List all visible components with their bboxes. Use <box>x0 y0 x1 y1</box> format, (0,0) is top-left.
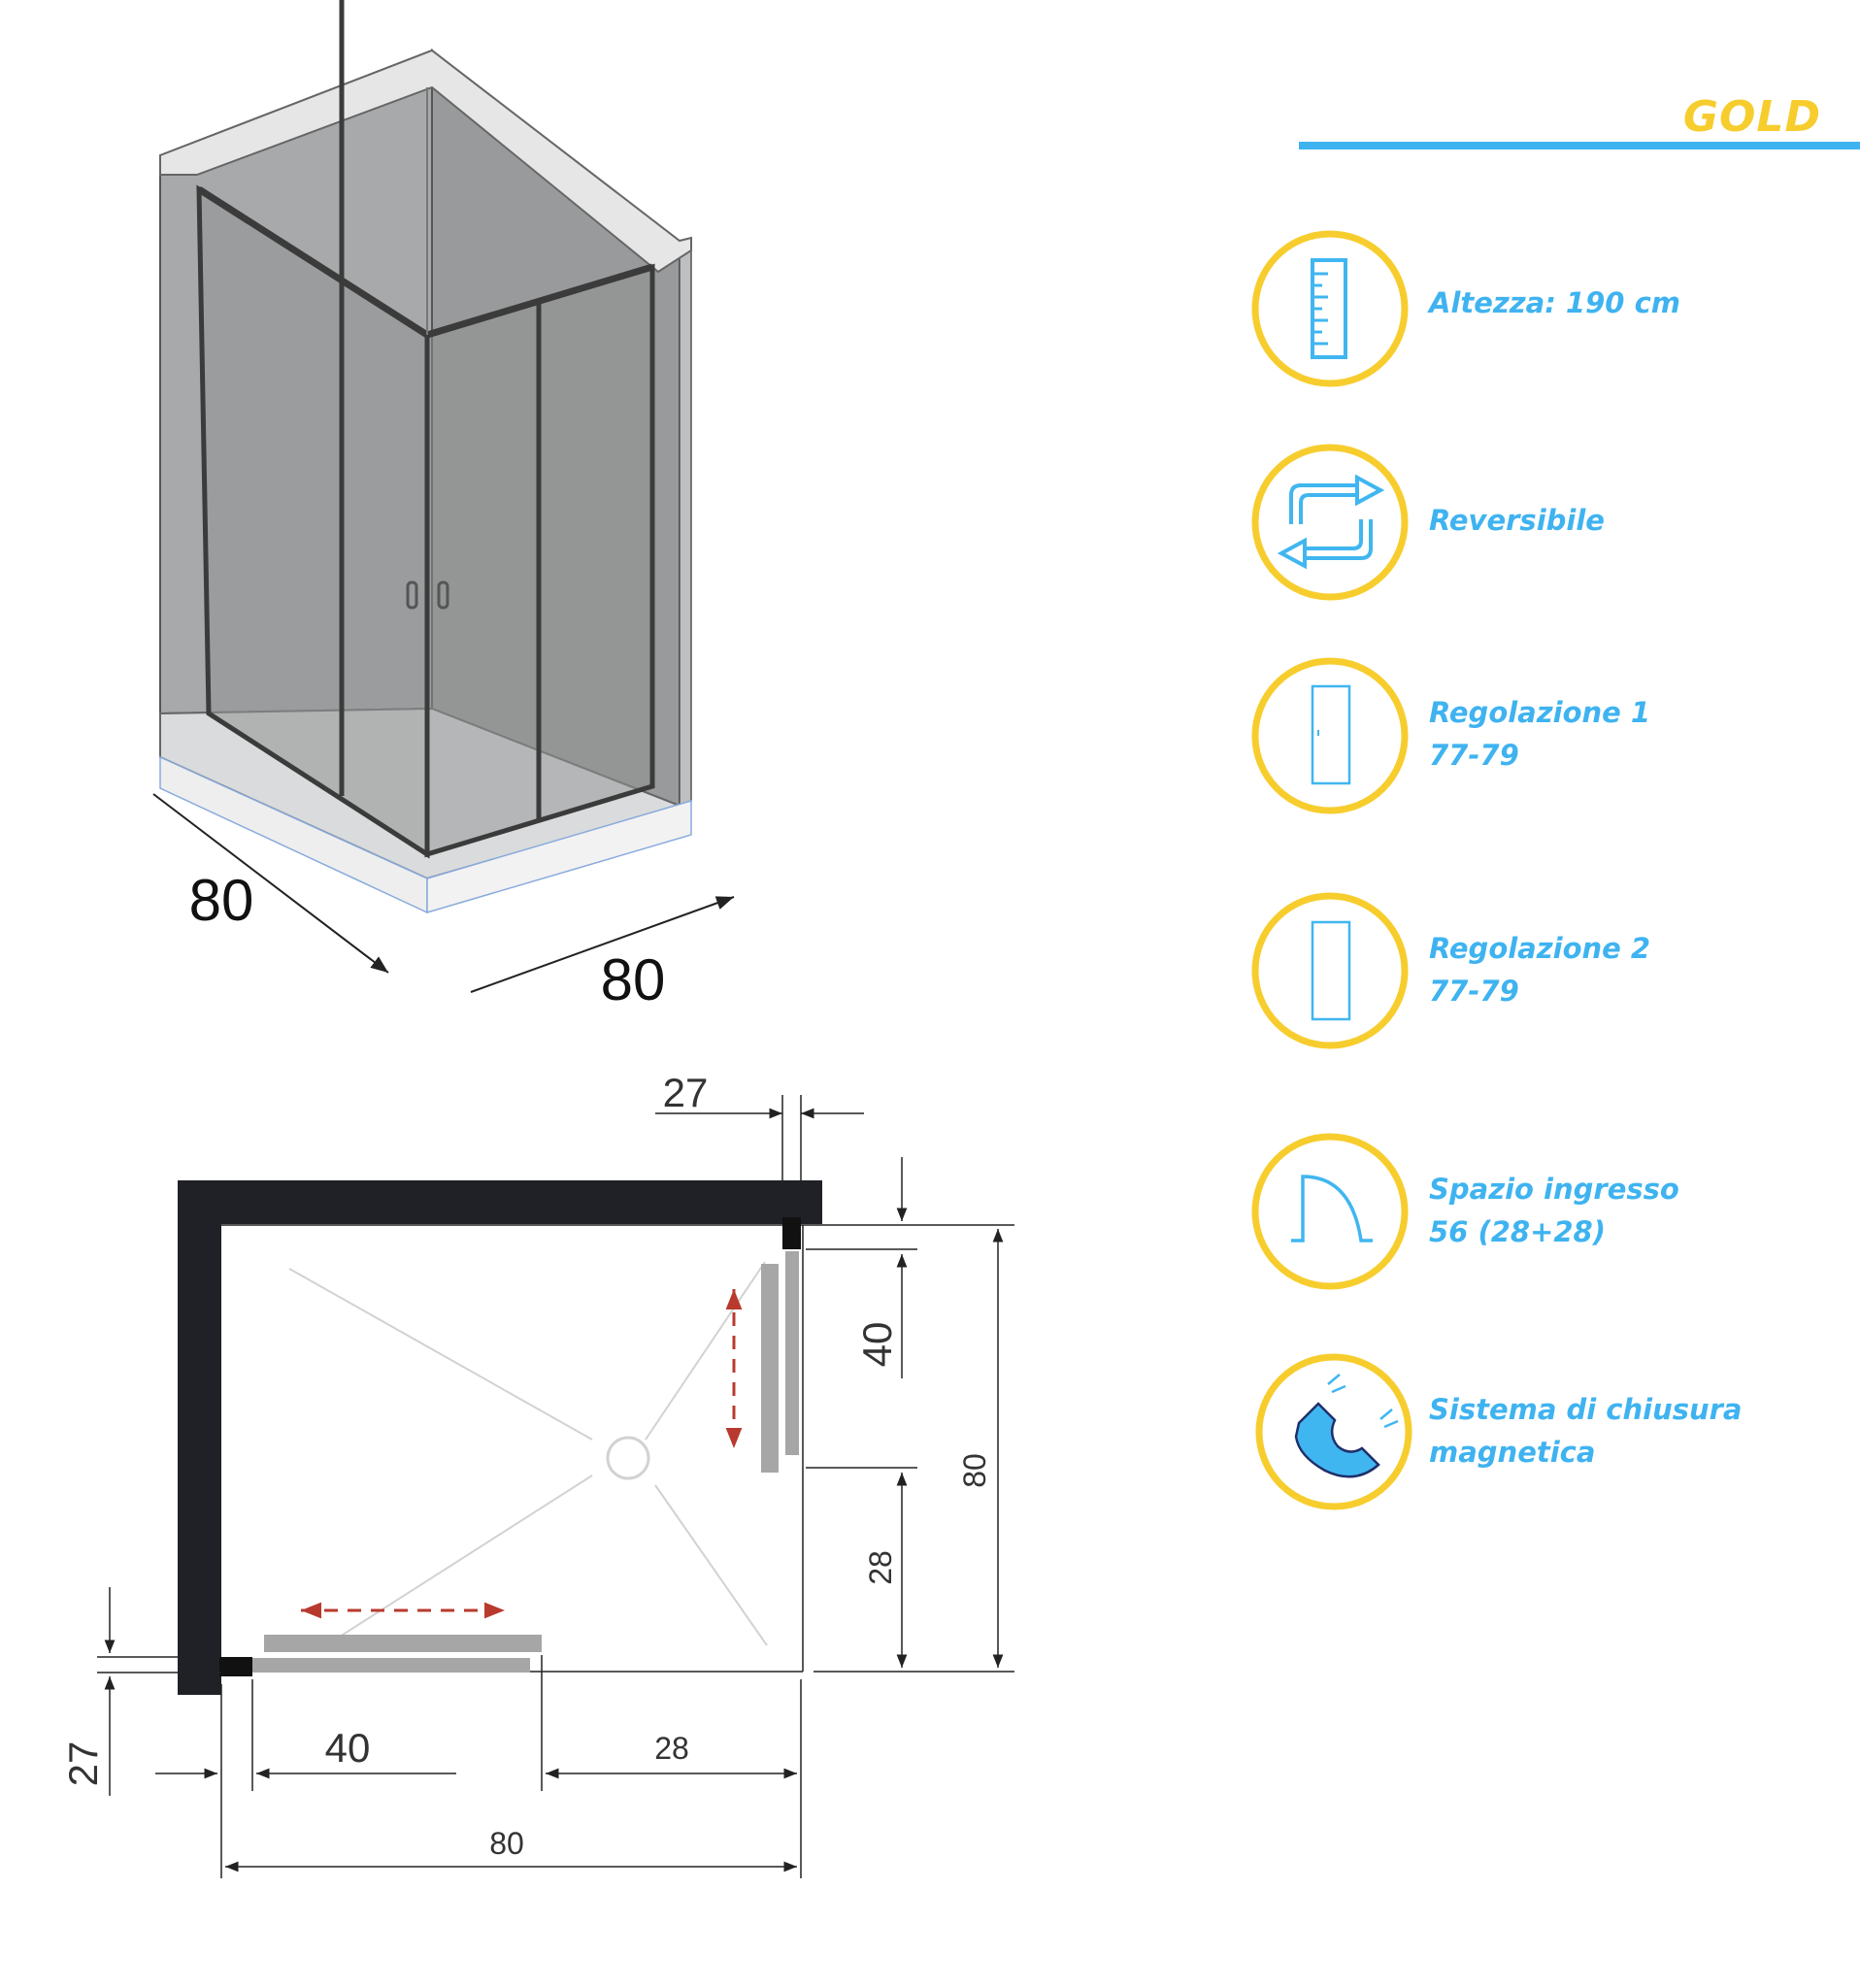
plan-dimensions <box>97 1095 1014 1878</box>
plan-bottom-door-fixed <box>252 1658 530 1673</box>
plan-right-opening-label: 28 <box>863 1550 898 1585</box>
feature-adjust-1-line-1: Regolazione 1 <box>1429 696 1651 729</box>
iso-depth-dimension <box>152 793 389 974</box>
iso-wall-top <box>159 49 692 274</box>
plan-drain-lines <box>288 1261 768 1651</box>
plan-bottom-hinge <box>219 1657 252 1676</box>
iso-right-wall <box>679 236 692 808</box>
door-adjust-1-icon <box>1251 657 1409 814</box>
iso-width-label: 80 <box>601 947 666 1012</box>
plan-top-wall <box>178 1180 822 1224</box>
iso-handle-left <box>406 580 418 610</box>
reversible-arrows-icon <box>1251 444 1409 601</box>
plan-right-door-label: 40 <box>854 1322 900 1368</box>
plan-bottom-total-label: 80 <box>489 1826 524 1861</box>
feature-adjust-1-line-2: 77-79 <box>1429 739 1519 772</box>
plan-drain <box>606 1436 650 1480</box>
feature-entry-space: Spazio ingresso 56 (28+28) <box>1429 1168 1679 1253</box>
plan-right-hinge <box>782 1217 801 1249</box>
door-adjust-2-icon <box>1251 892 1409 1049</box>
plan-right-door-fixed <box>785 1251 799 1455</box>
plan-left-wall <box>178 1180 221 1695</box>
plan-view <box>178 1180 822 1695</box>
plan-right-total-label: 80 <box>957 1453 992 1488</box>
feature-height-line-1: Altezza: 190 cm <box>1429 286 1680 319</box>
iso-width-dimension <box>470 896 735 993</box>
feature-magnetic-line-1: Sistema di chiusura <box>1429 1393 1743 1426</box>
plan-left-gap-label: 27 <box>60 1741 106 1787</box>
feature-adjust-2-line-2: 77-79 <box>1429 975 1519 1008</box>
iso-depth-label: 80 <box>189 868 254 933</box>
feature-adjust-1: Regolazione 1 77-79 <box>1429 691 1650 777</box>
feature-adjust-2-line-1: Regolazione 2 <box>1429 932 1651 965</box>
feature-entry-space-line-1: Spazio ingresso <box>1429 1173 1679 1206</box>
plan-bottom-door-sliding <box>264 1635 542 1652</box>
feature-magnetic: Sistema di chiusura magnetica <box>1429 1388 1743 1474</box>
iso-handle-right <box>437 580 449 610</box>
brand-underline <box>1299 142 1860 149</box>
feature-reversible: Reversibile <box>1429 499 1605 542</box>
feature-height: Altezza: 190 cm <box>1429 282 1680 324</box>
feature-reversible-line-1: Reversibile <box>1429 504 1605 537</box>
plan-bottom-opening-label: 28 <box>654 1731 689 1766</box>
brand-title: GOLD <box>1682 92 1821 142</box>
ruler-icon <box>1251 230 1409 387</box>
iso-tray-front-right <box>426 799 692 914</box>
feature-entry-space-line-2: 56 (28+28) <box>1429 1215 1606 1248</box>
feature-adjust-2: Regolazione 2 77-79 <box>1429 927 1650 1012</box>
plan-top-gap-label: 27 <box>663 1070 709 1115</box>
door-swing-icon <box>1251 1133 1409 1290</box>
plan-right-door-sliding <box>761 1264 779 1473</box>
magnet-icon <box>1255 1353 1412 1510</box>
isometric-shower-view <box>159 0 692 914</box>
plan-bottom-door-label: 40 <box>325 1725 371 1771</box>
feature-magnetic-line-2: magnetica <box>1429 1436 1596 1469</box>
feature-icons <box>1251 230 1412 1510</box>
